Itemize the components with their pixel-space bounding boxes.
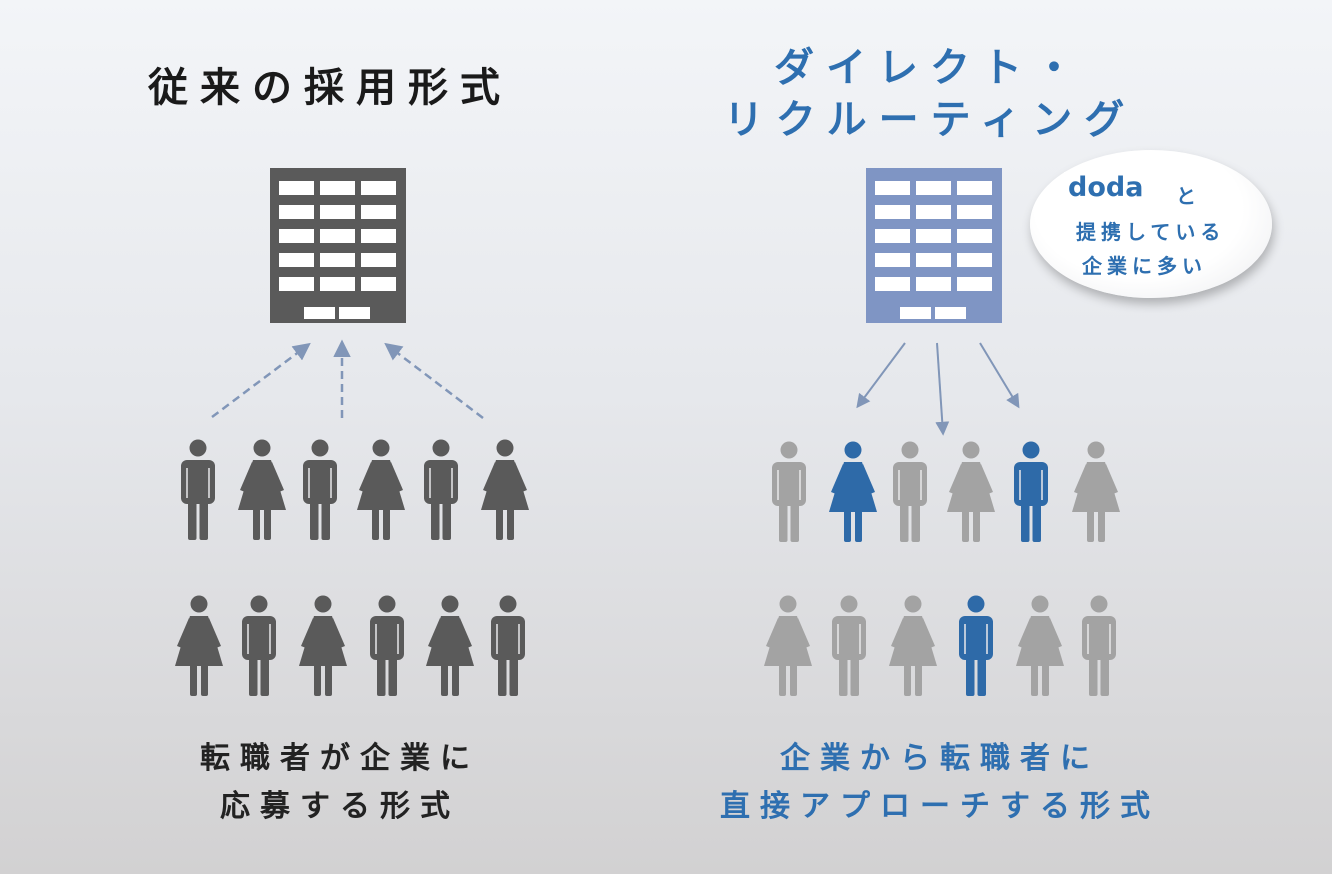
building-window xyxy=(320,181,355,195)
arrow-right-2 xyxy=(935,342,950,436)
person-man-icon xyxy=(242,595,276,696)
building-window xyxy=(875,253,910,267)
person-man-icon xyxy=(303,439,337,540)
building-window xyxy=(916,229,951,243)
bubble-text-3: 企業に多い xyxy=(1082,254,1207,278)
person-woman-icon xyxy=(175,595,223,696)
building-window xyxy=(875,181,910,195)
building-window xyxy=(875,229,910,243)
person-woman-icon xyxy=(889,595,937,696)
person-man-icon xyxy=(370,595,404,696)
building-window xyxy=(916,205,951,219)
building-window xyxy=(361,205,396,219)
building-window xyxy=(957,181,992,195)
building-window xyxy=(279,205,314,219)
bubble-text-1: と xyxy=(1176,184,1201,208)
building-window xyxy=(916,253,951,267)
person-man-icon xyxy=(893,441,927,542)
right-caption-line2: 直接アプローチする形式 xyxy=(720,789,1160,824)
dodа-partner-bubble: doda と 提携している 企業に多い xyxy=(1030,150,1272,298)
arrow-left-3 xyxy=(384,342,484,419)
left-caption: 転職者が企業に 応募する形式 xyxy=(150,735,530,831)
building-window xyxy=(916,277,951,291)
people-groups xyxy=(175,439,1120,696)
company-building-icon-left xyxy=(270,168,406,323)
building-window xyxy=(279,277,314,291)
building-window xyxy=(320,205,355,219)
building-window xyxy=(875,277,910,291)
person-woman-icon xyxy=(426,595,474,696)
person-man-icon xyxy=(181,439,215,540)
left-caption-line2: 応募する形式 xyxy=(220,789,460,824)
left-arrows xyxy=(211,339,484,419)
building-door xyxy=(935,307,966,319)
person-man-icon xyxy=(832,595,866,696)
building-window xyxy=(875,205,910,219)
building-window xyxy=(361,229,396,243)
person-man-icon xyxy=(1082,595,1116,696)
person-woman-icon xyxy=(357,439,405,540)
person-man-icon xyxy=(772,441,806,542)
building-window xyxy=(320,277,355,291)
bubble-text-2: 提携している xyxy=(1076,220,1226,244)
building-window xyxy=(957,277,992,291)
building-window xyxy=(279,181,314,195)
person-woman-icon xyxy=(481,439,529,540)
person-woman-icon xyxy=(947,441,995,542)
building-window xyxy=(957,205,992,219)
person-woman-icon xyxy=(829,441,877,542)
right-arrows xyxy=(856,342,1020,436)
building-window xyxy=(361,277,396,291)
company-building-icon-right xyxy=(866,168,1002,323)
building-window xyxy=(279,229,314,243)
building-door xyxy=(339,307,370,319)
doda-logo: doda xyxy=(1064,172,1148,203)
person-woman-icon xyxy=(1016,595,1064,696)
arrow-left-1 xyxy=(211,342,311,418)
building-window xyxy=(361,253,396,267)
building-window xyxy=(320,229,355,243)
person-man-icon xyxy=(424,439,458,540)
person-woman-icon xyxy=(1072,441,1120,542)
person-woman-icon xyxy=(238,439,286,540)
building-door xyxy=(304,307,335,319)
person-man-icon xyxy=(959,595,993,696)
right-title-line1: ダイレクト・ xyxy=(774,45,1086,91)
left-caption-line1: 転職者が企業に xyxy=(200,741,480,776)
right-caption-line1: 企業から転職者に xyxy=(780,741,1100,776)
building-window xyxy=(361,181,396,195)
right-title: ダイレクト・ リクルーティング xyxy=(690,42,1170,146)
right-title-line2: リクルーティング xyxy=(723,97,1137,143)
person-man-icon xyxy=(491,595,525,696)
building-door xyxy=(900,307,931,319)
right-caption: 企業から転職者に 直接アプローチする形式 xyxy=(690,735,1190,831)
left-title: 従来の採用形式 xyxy=(130,62,530,114)
person-woman-icon xyxy=(299,595,347,696)
building-window xyxy=(320,253,355,267)
left-title-text: 従来の採用形式 xyxy=(148,65,512,111)
arrow-right-3 xyxy=(979,342,1020,409)
building-window xyxy=(279,253,314,267)
building-window xyxy=(957,229,992,243)
arrow-right-1 xyxy=(856,342,906,409)
building-window xyxy=(916,181,951,195)
building-window xyxy=(957,253,992,267)
person-woman-icon xyxy=(764,595,812,696)
person-man-icon xyxy=(1014,441,1048,542)
